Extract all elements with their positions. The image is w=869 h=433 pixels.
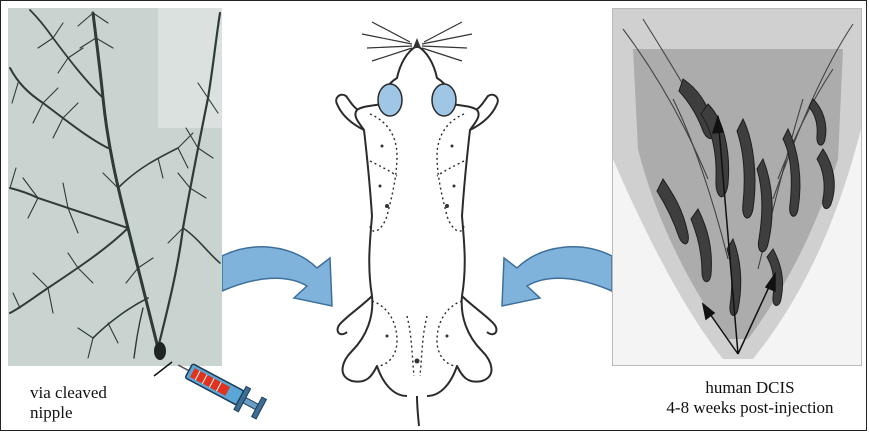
- mammary-fat-pads: [370, 114, 464, 376]
- mouse-ear-right: [432, 84, 456, 116]
- mammary-gland-wholemount-image: [8, 8, 222, 366]
- caption-leader-line: [154, 362, 172, 376]
- injection-route-caption: via cleaved nipple: [30, 383, 180, 423]
- dcis-ducts-drawing: [613, 9, 861, 365]
- curved-arrow-left: [222, 247, 332, 306]
- dcis-outgrowth-image: [612, 8, 862, 366]
- injection-route-line2: nipple: [30, 403, 180, 423]
- curved-arrow-right: [502, 247, 612, 306]
- mouse-diagram: [222, 6, 612, 428]
- mouse-ear-left: [378, 84, 402, 116]
- injection-route-line1: via cleaved: [30, 383, 180, 403]
- tissue-dots: [379, 145, 456, 364]
- dcis-caption-line2: 4-8 weeks post-injection: [640, 398, 860, 418]
- dcis-caption-line1: human DCIS: [640, 378, 860, 398]
- dcis-caption: human DCIS 4-8 weeks post-injection: [640, 378, 860, 418]
- ductal-tree-drawing: [8, 8, 222, 366]
